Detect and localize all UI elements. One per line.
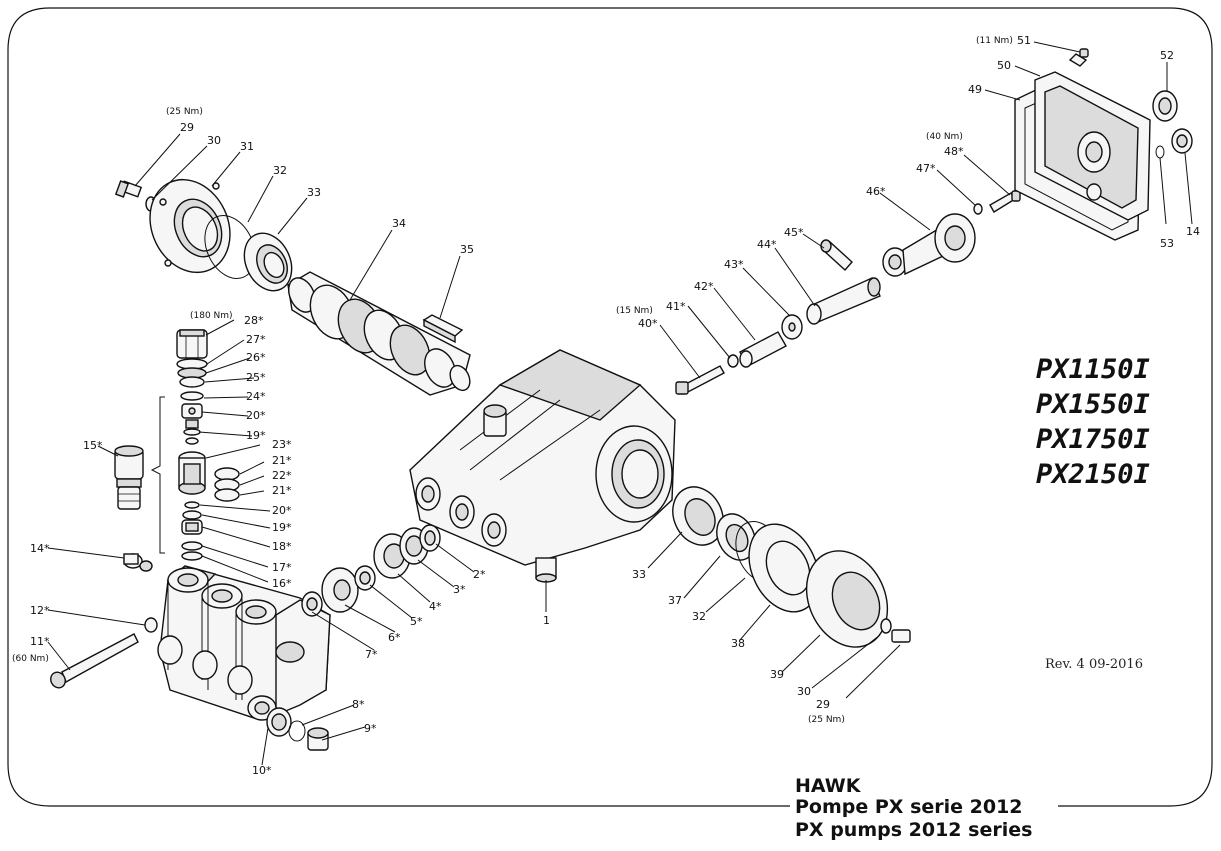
model-name-1: PX1150I: [1036, 354, 1150, 385]
label-46: 46*: [866, 185, 886, 198]
label-16: 16*: [272, 577, 292, 590]
label-10: 10*: [252, 764, 272, 777]
label-33-bottom: 33: [632, 568, 646, 581]
label-12: 12*: [30, 604, 50, 617]
label-19-bottom: 19*: [272, 521, 292, 534]
footer-line-en: PX pumps 2012 series: [795, 819, 1032, 841]
label-19-top: 19*: [246, 429, 266, 442]
label-33-top: 33: [307, 186, 321, 199]
torque-40: (15 Nm): [616, 306, 653, 316]
label-20-bottom: 20*: [272, 504, 292, 517]
label-42: 42*: [694, 280, 714, 293]
head-fasteners: [50, 553, 329, 751]
label-23: 23*: [272, 438, 292, 451]
label-21-bottom: 21*: [272, 484, 292, 497]
label-41: 41*: [666, 300, 686, 313]
crankshaft: [287, 271, 471, 396]
label-44: 44*: [757, 238, 777, 251]
footer-brand: HAWK: [795, 775, 862, 797]
label-43: 43*: [724, 258, 744, 271]
label-28: 28*: [244, 314, 264, 327]
label-50: 50: [997, 59, 1011, 72]
model-name-4: PX2150I: [1036, 459, 1150, 490]
label-51: 51: [1017, 34, 1031, 47]
label-18: 18*: [272, 540, 292, 553]
label-8: 8*: [352, 698, 365, 711]
side-cover-assembly: [672, 486, 911, 648]
label-39: 39: [770, 668, 784, 681]
label-1: 1: [543, 614, 550, 627]
label-14-right: 14: [1186, 225, 1200, 238]
diagram-border: [7, 7, 1213, 807]
label-24: 24*: [246, 390, 266, 403]
label-9: 9*: [364, 722, 377, 735]
label-30-bottom: 30: [797, 685, 811, 698]
rear-cover-assembly: [1014, 48, 1193, 241]
torque-29-bottom: (25 Nm): [808, 715, 845, 725]
revision-note: Rev. 4 09-2016: [1045, 657, 1143, 672]
label-37: 37: [668, 594, 682, 607]
label-31: 31: [240, 140, 254, 153]
label-40: 40*: [638, 317, 658, 330]
label-29-bottom: 29: [816, 698, 830, 711]
leader-lines: [47, 41, 1193, 766]
label-38: 38: [731, 637, 745, 650]
label-17: 17*: [272, 561, 292, 574]
label-32-bottom: 32: [692, 610, 706, 623]
part-labels: (25 Nm) 29 30 31 32 33 34 35 (180 Nm) 28…: [12, 34, 1200, 777]
label-30-top: 30: [207, 134, 221, 147]
label-53: 53: [1160, 237, 1174, 250]
bearing-flange-assembly: [114, 178, 293, 292]
label-49: 49: [968, 83, 982, 96]
label-5: 5*: [410, 615, 423, 628]
label-34: 34: [392, 217, 406, 230]
label-25: 25*: [246, 371, 266, 384]
torque-51: (11 Nm): [976, 36, 1013, 46]
label-26: 26*: [246, 351, 266, 364]
label-48: 48*: [944, 145, 964, 158]
manifold-head: [157, 565, 331, 721]
label-14-left: 14*: [30, 542, 50, 555]
label-11: 11*: [30, 635, 50, 648]
valve-stack: [114, 329, 240, 561]
label-21-top: 21*: [272, 454, 292, 467]
label-32-top: 32: [273, 164, 287, 177]
label-35: 35: [460, 243, 474, 256]
label-45: 45*: [784, 226, 804, 239]
label-6: 6*: [388, 631, 401, 644]
label-4: 4*: [429, 600, 442, 613]
model-list: PX1150I PX1550I PX1750I PX2150I: [1036, 354, 1150, 490]
label-52: 52: [1160, 49, 1174, 62]
label-15: 15*: [83, 439, 103, 452]
torque-11: (60 Nm): [12, 654, 49, 664]
label-22: 22*: [272, 469, 292, 482]
crankcase: [409, 349, 676, 583]
label-27: 27*: [246, 333, 266, 346]
label-20-top: 20*: [246, 409, 266, 422]
footer-title: HAWK Pompe PX serie 2012 PX pumps 2012 s…: [795, 775, 1032, 841]
seal-stack: [301, 524, 441, 617]
piston-conrod-assembly: [675, 190, 1021, 395]
footer-line-it: Pompe PX serie 2012: [795, 796, 1023, 818]
model-name-3: PX1750I: [1036, 424, 1150, 455]
torque-48: (40 Nm): [926, 132, 963, 142]
label-29-top: 29: [180, 121, 194, 134]
label-2: 2*: [473, 568, 486, 581]
torque-28: (180 Nm): [190, 311, 233, 321]
model-name-2: PX1550I: [1036, 389, 1150, 420]
label-3: 3*: [453, 583, 466, 596]
torque-29-top: (25 Nm): [166, 107, 203, 117]
label-7: 7*: [365, 648, 378, 661]
label-47: 47*: [916, 162, 936, 175]
